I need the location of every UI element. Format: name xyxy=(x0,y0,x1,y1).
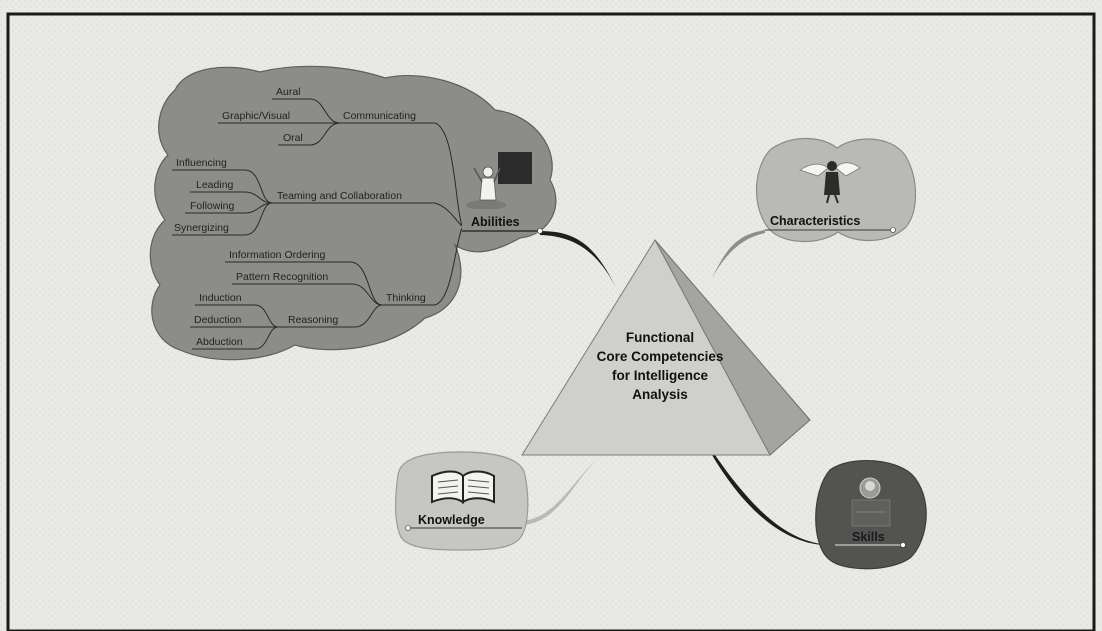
leaf-deduction: Deduction xyxy=(194,314,241,326)
figure-with-square-icon xyxy=(466,152,532,210)
branch-line-thinking xyxy=(434,227,463,306)
leaf-aural: Aural xyxy=(276,86,301,98)
center-title: Functional Core Competencies for Intelli… xyxy=(597,330,724,402)
reasoning-to-thinking xyxy=(354,304,383,328)
center-title-line-1: Functional xyxy=(626,330,694,345)
node-characteristics-label: Characteristics xyxy=(770,214,860,228)
connector-abilities xyxy=(540,231,622,300)
node-skills-label: Skills xyxy=(852,530,885,544)
node-abilities[interactable]: Abilities xyxy=(462,209,543,234)
leaf-abduction: Abduction xyxy=(196,336,243,348)
branch-line-teaming xyxy=(434,202,463,227)
leaf-pattern-recognition: Pattern Recognition xyxy=(236,271,328,283)
leaf-leading: Leading xyxy=(196,179,234,191)
diagram-frame xyxy=(6,12,1096,631)
branch-teaming: Teaming and Collaboration xyxy=(277,190,402,202)
node-skills[interactable]: Skills xyxy=(815,460,927,570)
node-abilities-label: Abilities xyxy=(471,215,520,229)
center-pyramid xyxy=(521,238,811,456)
flying-figure-icon xyxy=(799,161,861,204)
leaf-following: Following xyxy=(190,200,235,212)
node-knowledge-label: Knowledge xyxy=(418,513,485,527)
center-title-line-3: for Intelligence xyxy=(612,368,709,383)
abilities-cloud xyxy=(149,65,557,361)
leaf-graphic-visual: Graphic/Visual xyxy=(222,110,290,122)
center-title-line-4: Analysis xyxy=(632,387,688,402)
open-book-icon xyxy=(431,470,495,504)
branch-reasoning: Reasoning xyxy=(288,314,338,326)
branch-line-communicating xyxy=(434,122,463,227)
node-characteristics[interactable]: Characteristics xyxy=(755,137,917,243)
leaf-induction: Induction xyxy=(199,292,242,304)
leaf-oral: Oral xyxy=(283,132,303,144)
leaf-information-ordering: Information Ordering xyxy=(229,249,325,261)
branch-communicating: Communicating xyxy=(343,110,416,122)
leaf-influencing: Influencing xyxy=(176,157,227,169)
person-at-board-icon xyxy=(851,477,891,527)
branch-thinking: Thinking xyxy=(386,292,426,304)
center-title-line-2: Core Competencies xyxy=(597,349,724,364)
node-knowledge[interactable]: Knowledge xyxy=(395,451,529,551)
leaf-synergizing: Synergizing xyxy=(174,222,229,234)
abilities-branch-lines xyxy=(172,98,463,350)
